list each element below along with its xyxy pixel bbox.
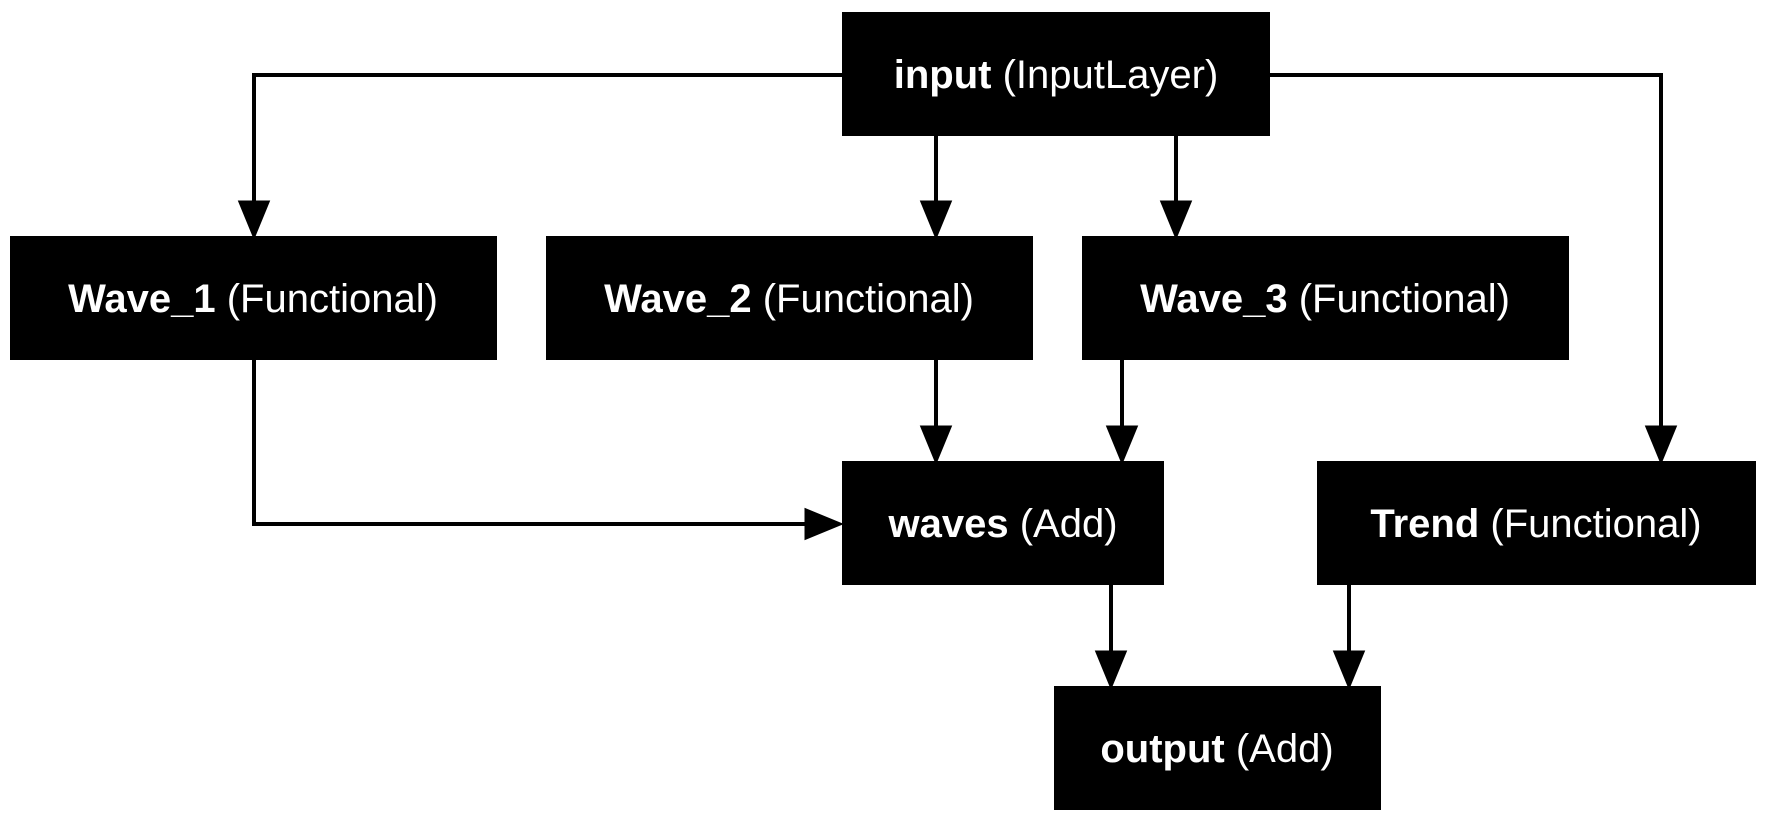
svg-text:input (InputLayer): input (InputLayer)	[894, 53, 1219, 97]
edge-trend-to-output	[1332, 585, 1366, 690]
node-type: (Functional)	[1299, 277, 1510, 321]
node-name: waves	[887, 502, 1008, 546]
edge-input-to-wave-2	[919, 136, 953, 240]
edge-wave-2-to-waves	[919, 360, 953, 465]
node-type: (Functional)	[227, 277, 438, 321]
node-wave-3: Wave_3 (Functional)	[1082, 236, 1569, 360]
node-waves: waves (Add)	[842, 461, 1164, 585]
node-type: (Add)	[1236, 727, 1334, 771]
edges	[237, 73, 1678, 690]
node-wave-1: Wave_1 (Functional)	[10, 236, 497, 360]
arrowhead	[919, 200, 953, 240]
node-name: Trend	[1370, 502, 1479, 546]
svg-text:Wave_1 (Functional): Wave_1 (Functional)	[68, 277, 438, 321]
node-name: input	[894, 53, 992, 97]
node-name: Wave_3	[1140, 277, 1288, 321]
edge-input-to-wave-1	[237, 73, 842, 240]
node-type: (Add)	[1020, 502, 1118, 546]
arrowhead	[919, 425, 953, 465]
arrowhead	[237, 200, 271, 240]
node-trend: Trend (Functional)	[1317, 461, 1756, 585]
arrowhead	[1159, 200, 1193, 240]
node-type: (Functional)	[763, 277, 974, 321]
svg-text:Wave_3 (Functional): Wave_3 (Functional)	[1140, 277, 1510, 321]
node-wave-2: Wave_2 (Functional)	[546, 236, 1033, 360]
node-input: input (InputLayer)	[842, 12, 1270, 136]
svg-text:output (Add): output (Add)	[1100, 727, 1333, 771]
arrowhead	[1332, 650, 1366, 690]
svg-text:Trend (Functional): Trend (Functional)	[1370, 502, 1701, 546]
edge-input-to-trend	[1270, 73, 1678, 465]
edge-wave-1-to-waves	[252, 360, 844, 541]
node-type: (Functional)	[1490, 502, 1701, 546]
node-name: Wave_1	[68, 277, 216, 321]
nodes: input (InputLayer) Wave_1 (Functional) W…	[10, 12, 1756, 810]
edge-waves-to-output	[1094, 585, 1128, 690]
svg-text:Wave_2 (Functional): Wave_2 (Functional)	[604, 277, 974, 321]
arrowhead	[804, 507, 844, 541]
arrowhead	[1094, 650, 1128, 690]
node-name: Wave_2	[604, 277, 752, 321]
node-name: output	[1100, 727, 1224, 771]
node-output: output (Add)	[1054, 686, 1381, 810]
svg-text:waves (Add): waves (Add)	[887, 502, 1117, 546]
arrowhead	[1644, 425, 1678, 465]
arrowhead	[1105, 425, 1139, 465]
node-type: (InputLayer)	[1003, 53, 1219, 97]
edge-input-to-wave-3	[1159, 136, 1193, 240]
edge-wave-3-to-waves	[1105, 360, 1139, 465]
